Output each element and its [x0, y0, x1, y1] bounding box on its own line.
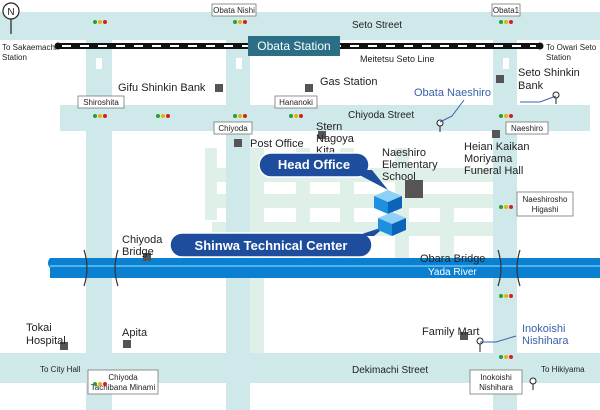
traffic-light-icon	[499, 20, 513, 24]
rail-line-label: Meitetsu Seto Line	[360, 54, 435, 64]
rail-west-label-1: To Sakaemachi	[2, 43, 57, 52]
traffic-light-icon	[499, 114, 513, 118]
traffic-light-icon	[499, 294, 513, 298]
traffic-light-icon	[156, 114, 170, 118]
obara-bridge-label: Obara Bridge	[420, 253, 485, 265]
gas-station-marker	[305, 84, 313, 92]
intersection-naeshirosho-1: Naeshirosho	[523, 195, 568, 204]
intersection-obata-nishi: Obata Nishi	[213, 6, 255, 15]
naeshiro-school-label-2: Elementary	[382, 159, 438, 171]
obata-station-box	[248, 36, 340, 56]
intersection-chiyoda: Chiyoda	[218, 124, 248, 133]
seto-shinkin-label-1: Seto Shinkin	[518, 67, 580, 79]
naeshiro-school-label-3: School	[382, 171, 416, 183]
rail-west-label-2: Station	[2, 53, 27, 62]
tokai-hospital-label-1: Tokai	[26, 322, 52, 334]
head-office-callout	[258, 152, 388, 190]
to-city-hall-label: To City Hall	[40, 365, 81, 374]
chiyoda-bridge-label-1: Chiyoda	[122, 234, 163, 246]
traffic-light-icon	[233, 20, 247, 24]
rail-east-label-1: To Owari Seto	[546, 43, 597, 52]
apita-marker	[123, 340, 131, 348]
chiyoda-street-label: Chiyoda Street	[348, 110, 414, 121]
intersection-chiyoda-tm-1: Chiyoda	[108, 373, 138, 382]
gas-station-label: Gas Station	[320, 76, 377, 88]
bus-stop-pointer-2	[520, 95, 557, 103]
seto-street-label: Seto Street	[352, 20, 402, 31]
compass-label: N	[7, 7, 14, 18]
seto-shinkin-marker	[496, 75, 504, 83]
traffic-lights	[93, 20, 513, 386]
naeshiro-school-label-1: Naeshiro	[382, 147, 426, 159]
apita-label: Apita	[122, 327, 148, 339]
naeshiro-school-marker	[405, 180, 423, 198]
stern-marker	[318, 131, 326, 139]
shiroshita-road	[86, 12, 112, 410]
heian-label-2: Moriyama	[464, 153, 513, 165]
gifu-shinkin-marker	[215, 84, 223, 92]
stern-label-1: Stern	[316, 121, 342, 133]
seto-shinkin-label-2: Bank	[518, 80, 544, 92]
building-markers	[60, 75, 504, 350]
traffic-light-icon	[233, 114, 247, 118]
gifu-shinkin-label: Gifu Shinkin Bank	[118, 82, 206, 94]
bus-stop-inokoishi-label-2: Nishihara	[522, 335, 569, 347]
rail-east-label-2: Station	[546, 53, 571, 62]
intersection-inokoishi-2: Nishihara	[479, 383, 513, 392]
post-office-marker	[234, 139, 242, 147]
tokai-hospital-marker	[60, 342, 68, 350]
intersection-inokoishi-1: Inokoishi	[480, 373, 512, 382]
traffic-light-icon	[499, 355, 513, 359]
bus-stop-obata-naeshiro-label: Obata Naeshiro	[414, 87, 491, 99]
intersection-naeshiro: Naeshiro	[511, 124, 544, 133]
tokai-hospital-label-2: Hospital	[26, 335, 66, 347]
yada-river-label: Yada River	[428, 267, 477, 278]
obata-station-label: Obata Station	[257, 39, 330, 53]
bus-stop-inokoishi-label-1: Inokoishi	[522, 323, 565, 335]
heian-label-3: Funeral Hall	[464, 165, 523, 177]
to-hikiyama-label: To Hikiyama	[541, 365, 585, 374]
shinwa-label: Shinwa Technical Center	[195, 238, 348, 253]
heian-label-1: Heian Kaikan	[464, 141, 529, 153]
family-mart-label: Family Mart	[422, 326, 479, 338]
traffic-light-icon	[93, 382, 107, 386]
head-office-label: Head Office	[278, 157, 350, 172]
intersection-chiyoda-tm-2: Tachibana Minami	[91, 383, 156, 392]
traffic-light-icon	[499, 205, 513, 209]
bus-stop-inokoishi-icon	[476, 337, 537, 390]
traffic-light-icon	[93, 20, 107, 24]
post-office-label: Post Office	[250, 138, 304, 150]
naeshiro-road	[493, 12, 517, 410]
traffic-light-icon	[93, 114, 107, 118]
head-office-building-icon	[374, 190, 402, 214]
chiyoda-bridge-marker	[143, 253, 151, 261]
intersection-naeshirosho-2: Higashi	[532, 205, 559, 214]
bus-stop-pointer-3	[480, 335, 517, 343]
intersection-obata1: Obata1	[493, 6, 520, 15]
traffic-light-icon	[289, 114, 303, 118]
shinwa-building-icon	[378, 212, 406, 236]
bus-stop-pointer-1	[439, 99, 465, 123]
intersection-hananoki: Hananoki	[279, 98, 313, 107]
dekimachi-street-label: Dekimachi Street	[352, 365, 428, 376]
family-mart-marker	[460, 332, 468, 340]
yada-river	[48, 249, 600, 287]
chiyoda-bridge-label-2: Bridge	[122, 246, 154, 258]
heian-kaikan-marker	[492, 130, 500, 138]
chiyoda-road	[226, 12, 250, 410]
intersection-shiroshita: Shiroshita	[83, 98, 119, 107]
stern-label-2: Nagoya	[316, 133, 355, 145]
north-compass-icon	[2, 2, 20, 34]
